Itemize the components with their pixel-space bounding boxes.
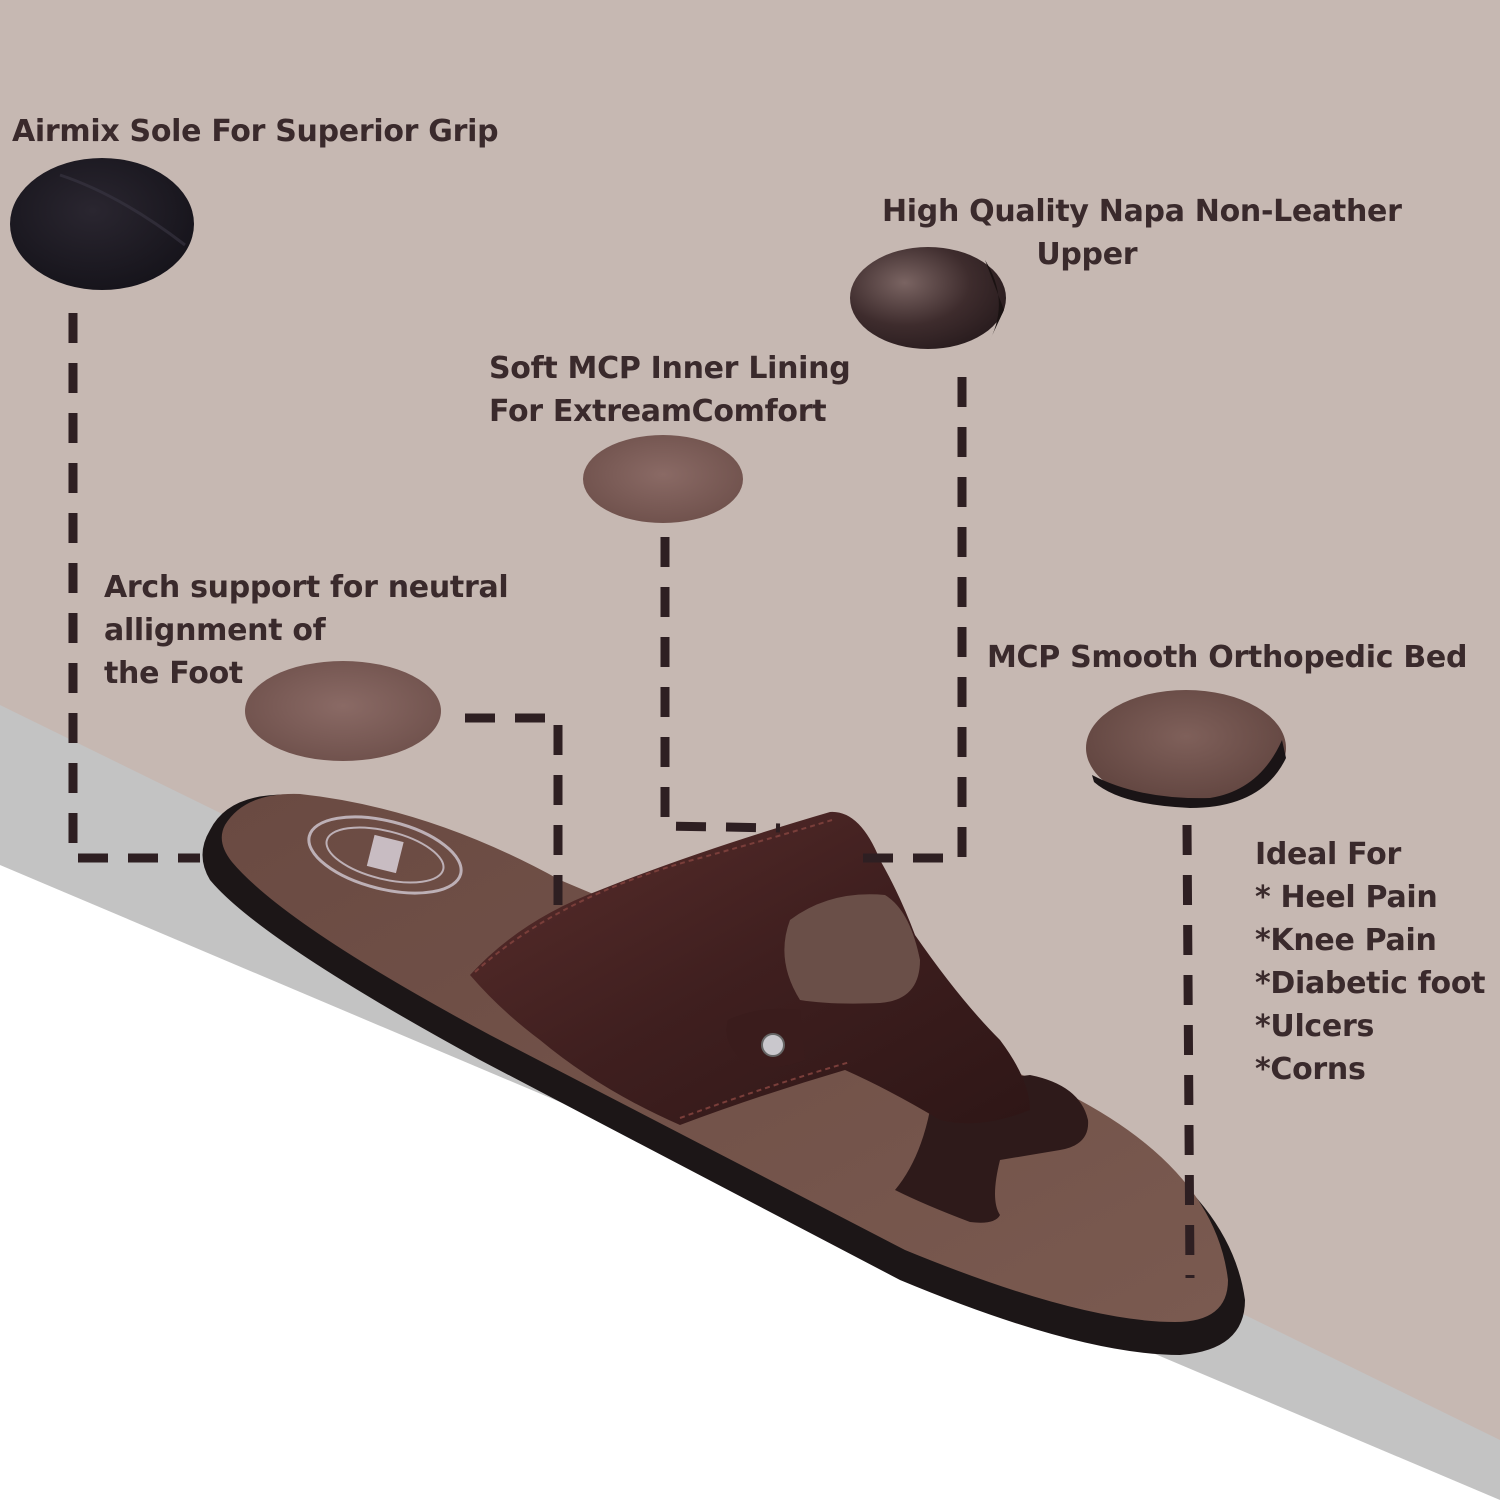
napa-upper-text-line2: Upper xyxy=(1036,237,1138,272)
airmix-sole-swatch xyxy=(10,158,194,290)
ideal-for-item: *Corns xyxy=(1255,1052,1366,1087)
arch-support-text-line3: the Foot xyxy=(104,656,243,691)
inner-lining-text-line2: For ExtreamComfort xyxy=(489,394,827,429)
inner-lining-text-line1: Soft MCP Inner Lining xyxy=(489,351,851,386)
inner-lining-swatch xyxy=(583,435,743,523)
arch-support-text-line1: Arch support for neutral xyxy=(104,570,509,605)
ideal-for-item: *Knee Pain xyxy=(1255,923,1437,958)
orthopedic-bed-text: MCP Smooth Orthopedic Bed xyxy=(987,640,1468,675)
ideal-for-list: Ideal For * Heel Pain *Knee Pain *Diabet… xyxy=(1255,833,1486,1091)
sandal-illustration xyxy=(202,793,1245,1355)
napa-upper-label: High Quality Napa Non-Leather Upper xyxy=(882,190,1402,276)
napa-upper-text-line1: High Quality Napa Non-Leather xyxy=(882,194,1402,229)
lining-connector xyxy=(660,537,781,833)
airmix-connector xyxy=(68,313,200,863)
orthopedic-bed-label: MCP Smooth Orthopedic Bed xyxy=(987,636,1467,679)
ideal-for-heading: Ideal For xyxy=(1255,837,1401,872)
arch-support-label: Arch support for neutral allignment of t… xyxy=(104,566,509,695)
ideal-for-item: *Ulcers xyxy=(1255,1009,1375,1044)
ideal-for-item: * Heel Pain xyxy=(1255,880,1438,915)
connector-lines xyxy=(68,313,1195,1279)
arch-connector xyxy=(465,713,563,915)
arch-support-text-line2: allignment of xyxy=(104,613,326,648)
ideal-for-item: *Diabetic foot xyxy=(1255,966,1486,1001)
airmix-sole-label: Airmix Sole For Superior Grip xyxy=(12,110,499,153)
napa-upper-swatch xyxy=(850,247,1006,349)
orthopedic-bed-swatch xyxy=(1086,690,1286,808)
inner-lining-label: Soft MCP Inner Lining For ExtreamComfort xyxy=(489,347,851,433)
napa-connector xyxy=(862,377,967,863)
airmix-sole-text: Airmix Sole For Superior Grip xyxy=(12,114,499,149)
arch-support-swatch xyxy=(245,661,441,761)
bed-connector xyxy=(1182,824,1195,1279)
